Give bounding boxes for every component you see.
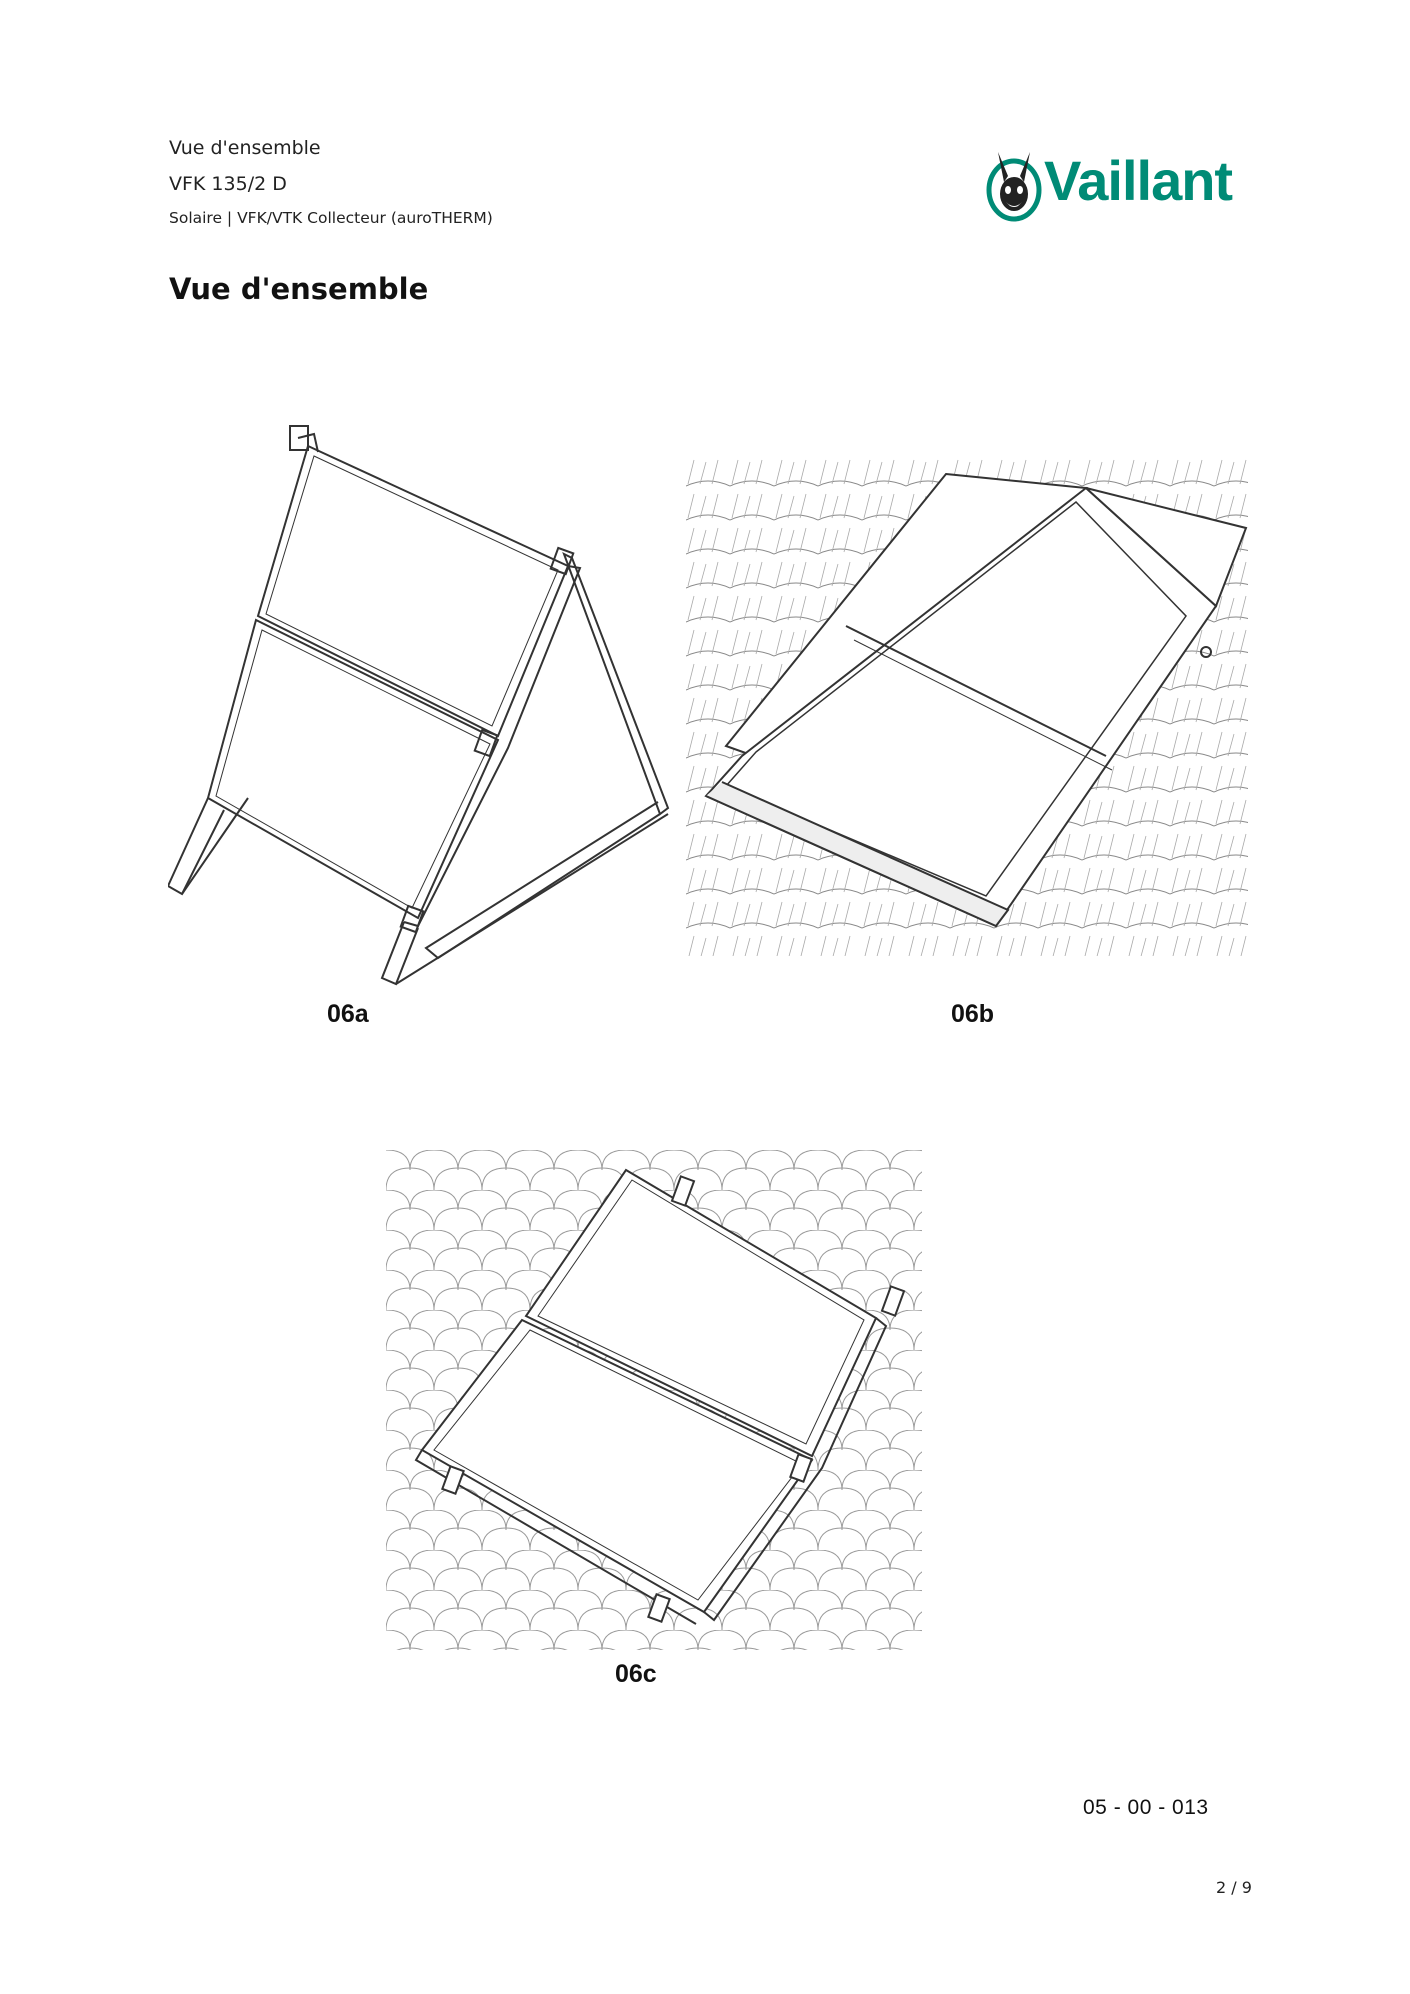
header-title: Vue d'ensemble [169,137,321,159]
figure-label-06a: 06a [327,1000,369,1028]
rabbit-logo-icon [986,152,1042,222]
vaillant-logo: Vaillant [984,146,1254,222]
header-product-line: Solaire | VFK/VTK Collecteur (auroTHERM) [169,209,493,227]
figure-06a-drawing [168,425,670,986]
figure-label-06c: 06c [615,1660,657,1688]
header-model: VFK 135/2 D [169,173,287,195]
page-number: 2 / 9 [1216,1878,1252,1897]
figure-06b-drawing [686,456,1248,956]
figure-06c-drawing [386,1150,922,1650]
figure-label-06b: 06b [951,1000,995,1028]
document-code: 05 - 00 - 013 [1083,1796,1209,1819]
logo-wordmark: Vaillant [1044,149,1233,212]
page-title: Vue d'ensemble [169,272,429,306]
